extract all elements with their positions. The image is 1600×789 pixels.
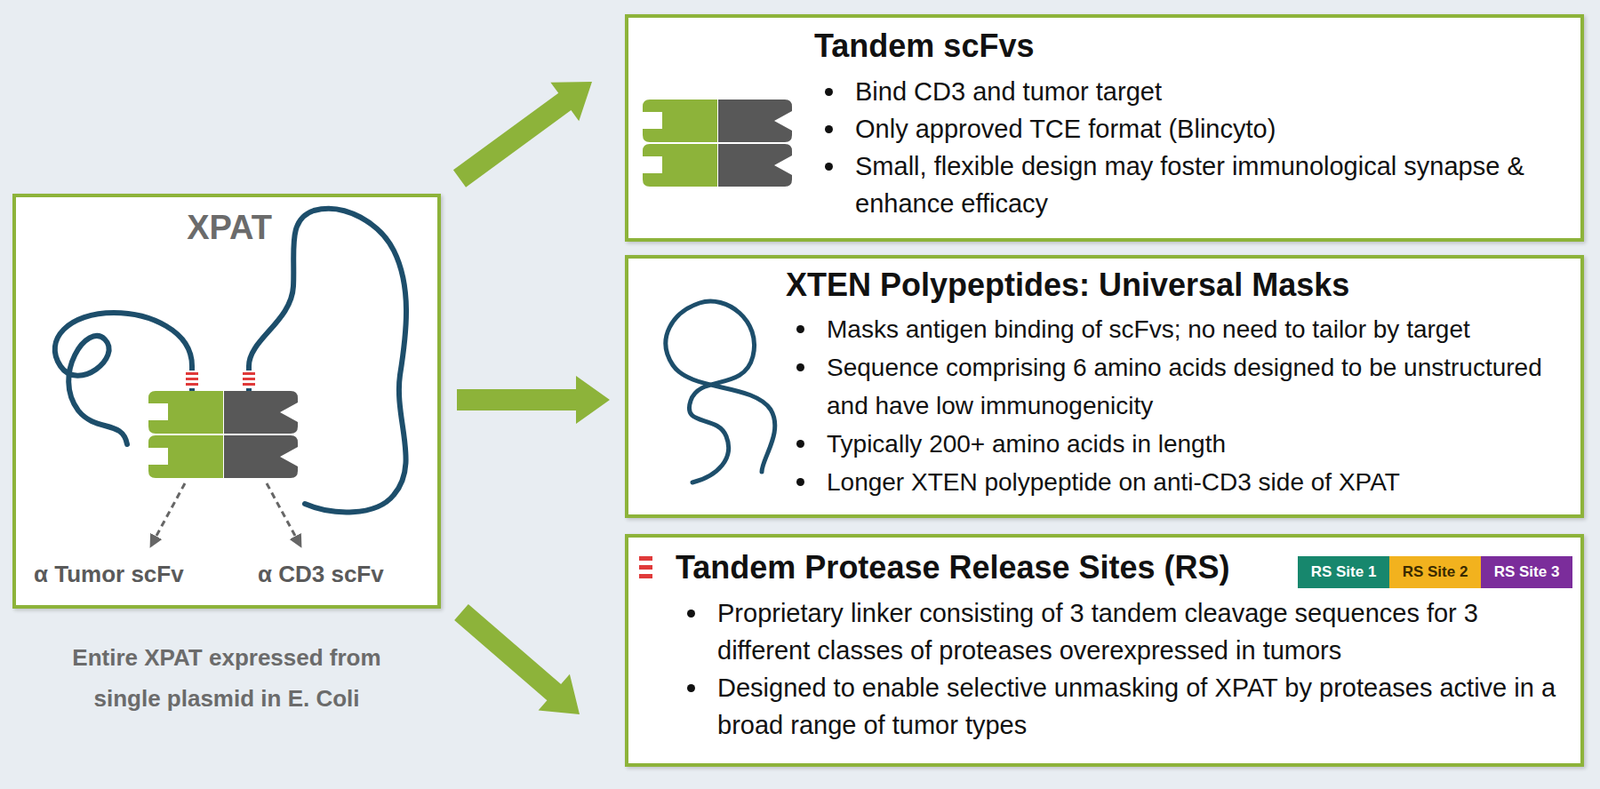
bullet-text: Typically 200+ amino acids in length xyxy=(826,424,1574,464)
bullet-text: Proprietary linker consisting of 3 tande… xyxy=(717,594,1574,670)
xpat-illustration xyxy=(16,197,438,606)
bullet-text: Bind CD3 and tumor target xyxy=(855,72,1574,111)
construct-panel: XPAT α Tumor scFv α CD3 scFv xyxy=(12,193,441,609)
box-heading: Tandem scFvs xyxy=(814,26,1034,66)
bullet-text: Small, flexible design may foster immuno… xyxy=(855,147,1574,223)
chip-label: RS Site 2 xyxy=(1402,563,1469,582)
bullet-text: Sequence comprising 6 amino acids design… xyxy=(826,348,1574,425)
bullet-text: Designed to enable selective unmasking o… xyxy=(717,669,1574,744)
block-arrow xyxy=(454,604,580,715)
release-site-chip: RS Site 2 xyxy=(1389,556,1481,589)
box-heading: Tandem Protease Release Sites (RS) xyxy=(675,548,1231,588)
caption-note: Entire XPAT expressed from single plasmi… xyxy=(40,637,414,720)
construct-title: XPAT xyxy=(140,208,319,248)
release-site-chip: RS Site 3 xyxy=(1480,556,1573,589)
bullet-text: Masks antigen binding of scFvs; no need … xyxy=(826,310,1574,349)
feature-box: Tandem scFvsBind CD3 and tumor targetOnl… xyxy=(624,14,1584,242)
block-arrow xyxy=(456,376,610,424)
bullet-text: Longer XTEN polypeptide on anti-CD3 side… xyxy=(826,463,1574,502)
part-label: α CD3 scFv xyxy=(257,560,436,589)
box-heading: XTEN Polypeptides: Universal Masks xyxy=(785,265,1350,305)
bullet-text: Only approved TCE format (Blincyto) xyxy=(855,110,1574,148)
part-label: α Tumor scFv xyxy=(33,560,239,589)
release-site-chip: RS Site 1 xyxy=(1297,556,1390,589)
chip-label: RS Site 1 xyxy=(1311,563,1377,582)
feature-box: RS Site 1 RS Site 2 RS Site 3 Tandem Protea… xyxy=(624,534,1584,768)
block-arrow xyxy=(453,81,592,188)
chip-label: RS Site 3 xyxy=(1494,563,1560,582)
feature-box: XTEN Polypeptides: Universal MasksMasks … xyxy=(624,255,1584,519)
